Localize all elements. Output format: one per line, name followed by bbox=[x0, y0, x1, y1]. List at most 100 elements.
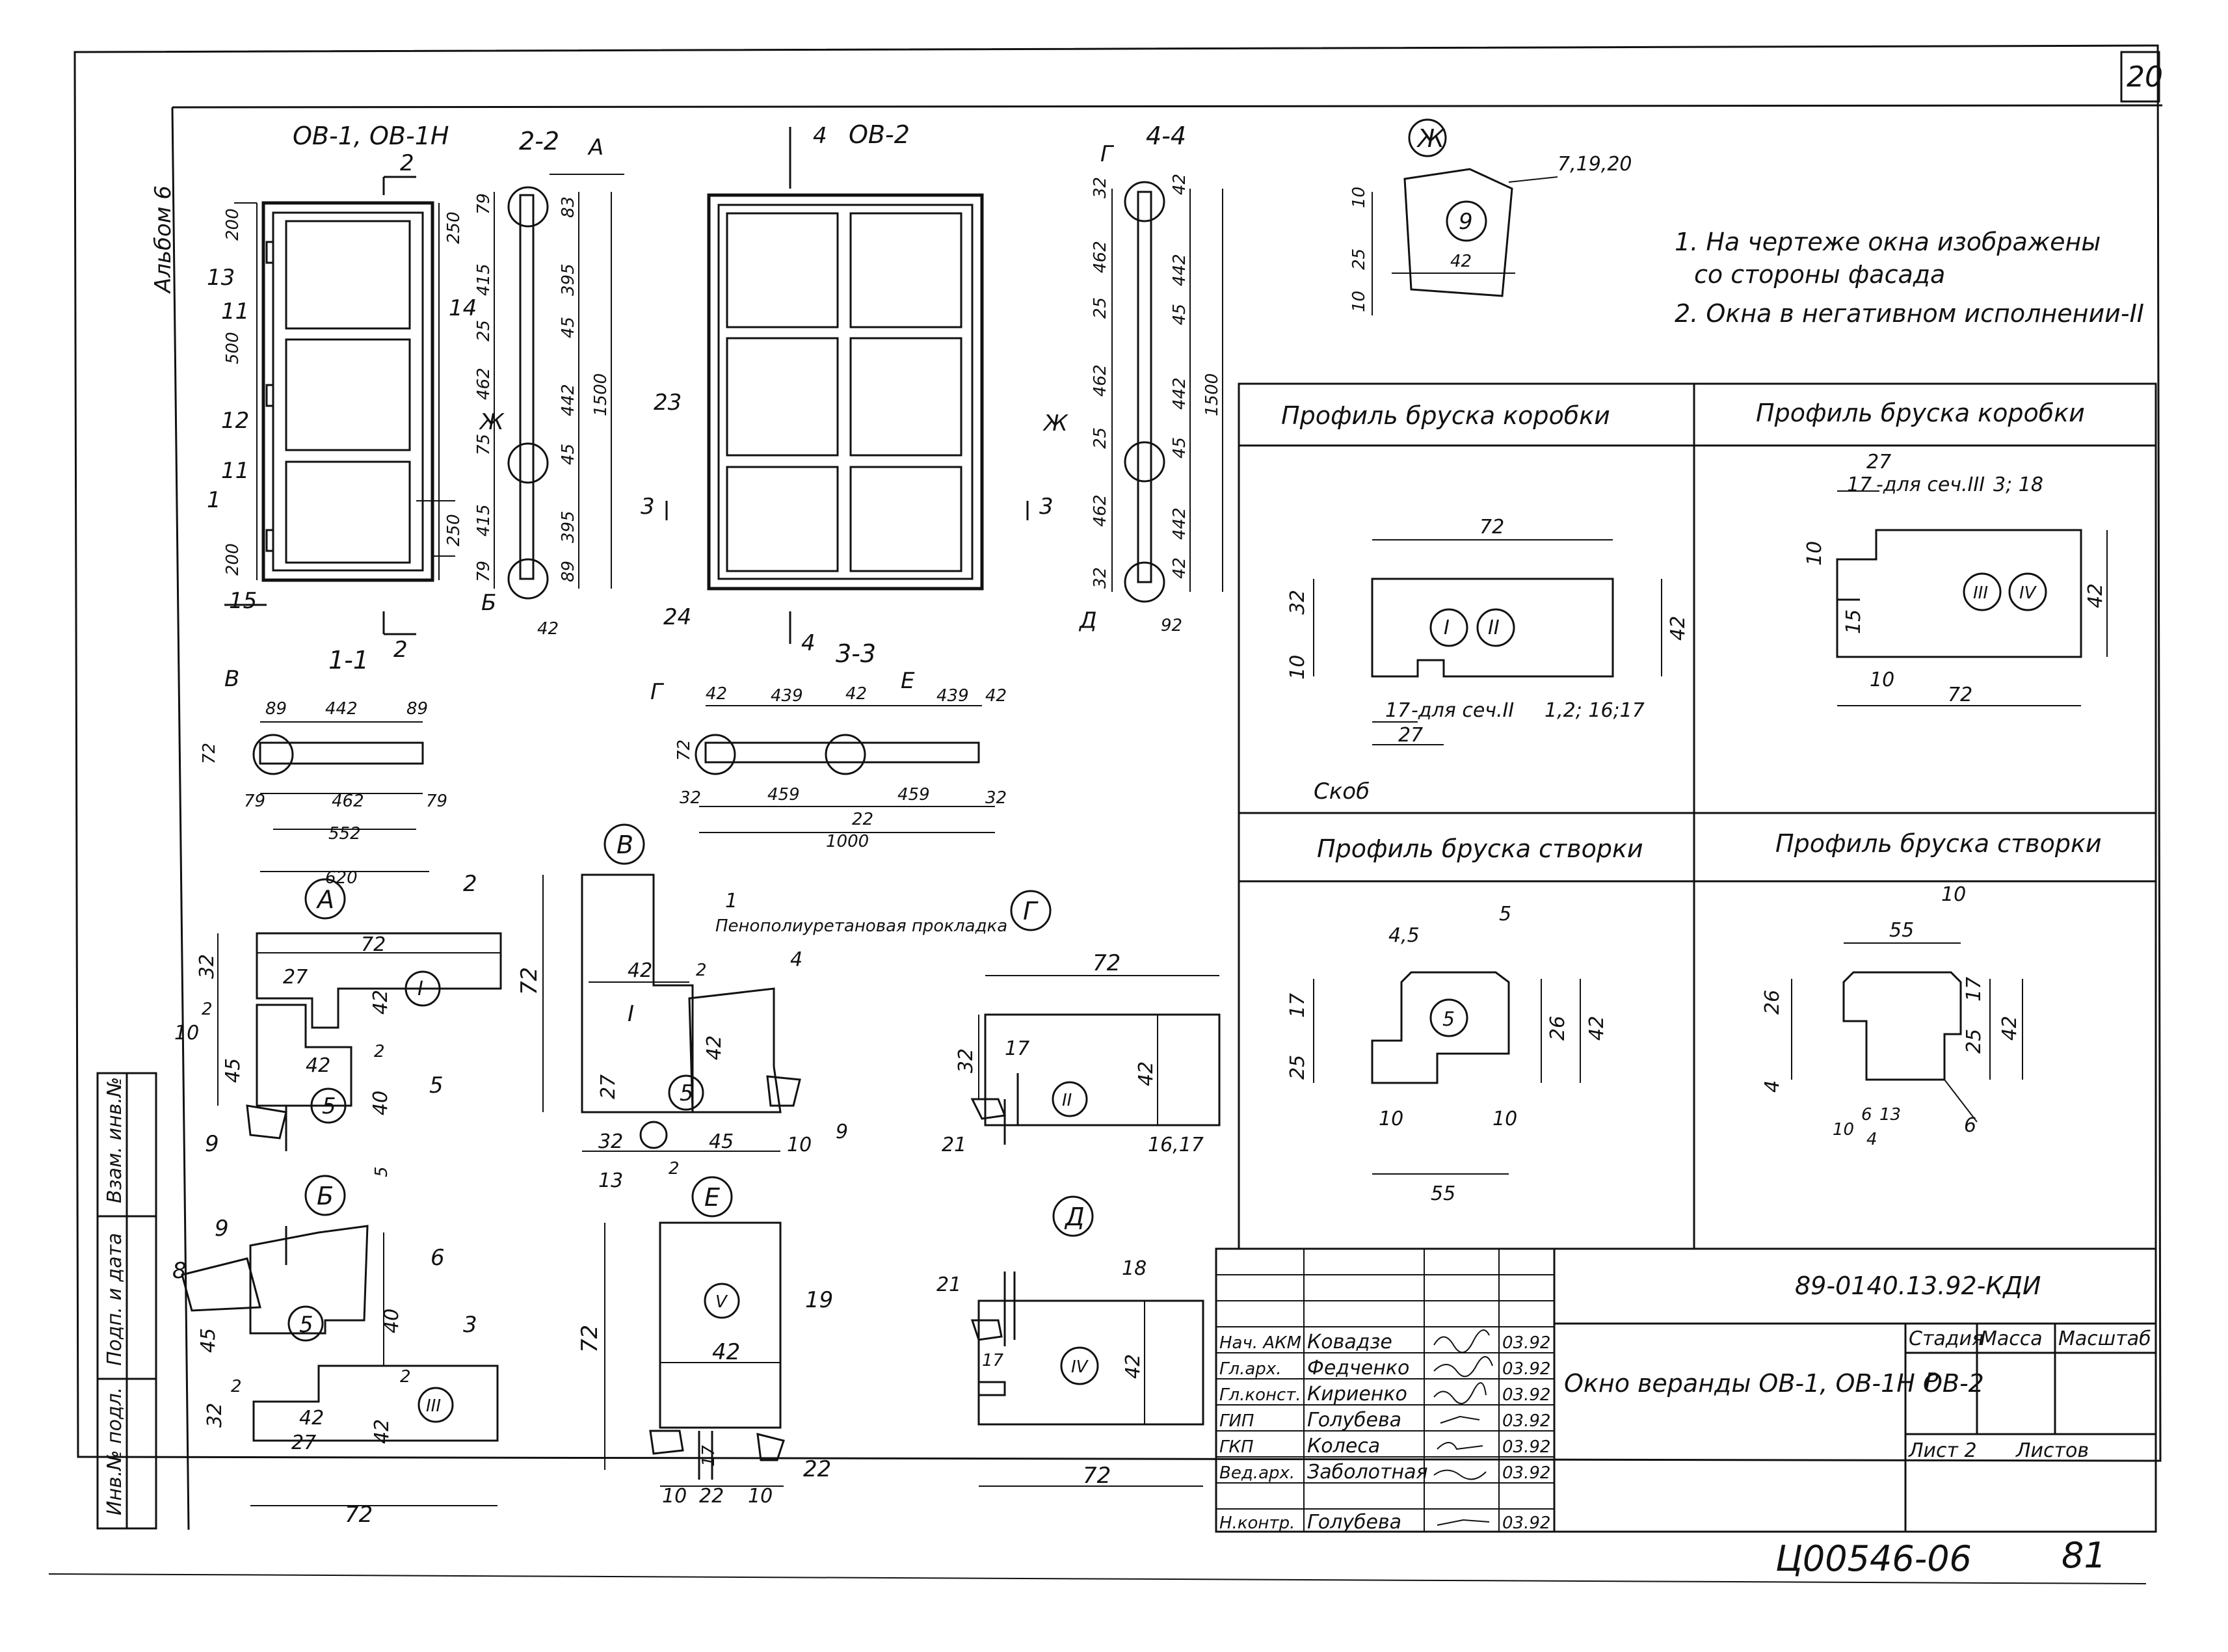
margin-label-0: Инв.№ подл. bbox=[103, 1387, 126, 1515]
s22-dl-4: 75 bbox=[474, 434, 494, 455]
sig-role-2: Гл.конст. bbox=[1219, 1385, 1301, 1405]
ob1-title: ОВ-1, ОВ-1Н bbox=[293, 122, 449, 150]
s22-node-1: Ж bbox=[479, 409, 505, 435]
detail-v bbox=[542, 823, 801, 1152]
s22-node-2: Б bbox=[481, 590, 496, 616]
sash2-dim-5: 4 bbox=[1761, 1080, 1784, 1093]
detail-b-dim-3: 32 bbox=[204, 1403, 226, 1428]
detail-d bbox=[970, 1195, 1204, 1487]
detail-v-note: Пенополиуретановая прокладка bbox=[715, 916, 1007, 936]
profiles-table bbox=[1238, 382, 2157, 1250]
sash1-dim-0: 4,5 bbox=[1388, 924, 1420, 947]
s33-node-0: Г bbox=[650, 679, 665, 705]
sig-date-0: 03.92 bbox=[1502, 1333, 1550, 1353]
s33-bot-2: 22 bbox=[852, 810, 873, 829]
title-stage: Р bbox=[1925, 1368, 1939, 1394]
detail-e-dim-5: 10 bbox=[748, 1485, 773, 1508]
detail-b-callout-3: 6 bbox=[431, 1245, 445, 1271]
detail-e-dim-0: 72 bbox=[577, 1325, 603, 1353]
s33-node-1: Е bbox=[901, 668, 915, 694]
sash1-title: Профиль бруска створки bbox=[1317, 834, 1643, 863]
s44-dl-3: 462 bbox=[1091, 364, 1110, 397]
detail-v-dim-7: 42 bbox=[703, 1035, 726, 1060]
detail-a-callout-4: 9 bbox=[205, 1131, 219, 1157]
detail-a-dim-5: 2 bbox=[202, 1000, 213, 1019]
detail-b-dim-8: 72 bbox=[345, 1502, 373, 1528]
sash2-dim-3: 17 bbox=[1963, 977, 1985, 1002]
detail-a-dim-3: 42 bbox=[369, 990, 392, 1015]
ob1-cut1: 1 bbox=[207, 487, 221, 513]
section-2-2 bbox=[494, 174, 624, 600]
s11-total: 620 bbox=[325, 868, 358, 888]
sash2-dim-9: 4 bbox=[1866, 1130, 1877, 1149]
view-ob1 bbox=[224, 176, 455, 635]
ob1-callout-4: 15 bbox=[229, 588, 257, 614]
s44-dl-5: 462 bbox=[1091, 494, 1110, 527]
ob1-callout-1: 11 bbox=[221, 299, 249, 325]
page-number: 81 bbox=[2062, 1535, 2106, 1576]
detail-a-callout-2: 5 bbox=[429, 1072, 444, 1099]
detail-b-callout-2: 5 bbox=[299, 1312, 313, 1338]
detail-a-callout-1: I bbox=[418, 978, 423, 1000]
detail-e bbox=[604, 1176, 785, 1487]
s22-dr-0: 83 bbox=[559, 196, 578, 218]
box2-dim-2: 10 bbox=[1803, 541, 1826, 566]
s22-dr-3: 442 bbox=[559, 384, 578, 416]
detail-a-dim-2: 27 bbox=[283, 966, 308, 989]
title-sheet-label: Лист 2 bbox=[1908, 1439, 1977, 1462]
detail-v-dim-2: 2 bbox=[696, 961, 707, 980]
ob1-callout-3: 11 bbox=[221, 458, 249, 484]
sash1-dim-5: 42 bbox=[1585, 1016, 1608, 1041]
side-margin-stamp bbox=[96, 1072, 157, 1530]
side-top-label: Альбом 6 bbox=[150, 185, 176, 294]
s33-title: 3-3 bbox=[836, 639, 876, 668]
sash2-dim-1: 26 bbox=[1761, 990, 1784, 1015]
sash2-width: 55 bbox=[1889, 919, 1914, 942]
s33-total: 1000 bbox=[826, 832, 869, 851]
detail-v-callout-3: 4 bbox=[790, 948, 802, 971]
detail-a-dim-0: 32 bbox=[196, 954, 219, 979]
detail-b-dim-5: 27 bbox=[291, 1432, 316, 1454]
s11-bot-1: 462 bbox=[332, 792, 364, 811]
sig-role-1: Гл.арх. bbox=[1219, 1359, 1281, 1379]
detail-b-label: Б bbox=[317, 1182, 334, 1210]
sash2-dim-2: 25 bbox=[1963, 1029, 1985, 1054]
sig-date-7: 03.92 bbox=[1502, 1513, 1550, 1533]
ob1-dim-left-1: 500 bbox=[223, 332, 243, 364]
detail-e-callout-1: 19 bbox=[805, 1287, 833, 1313]
s33-bot-4: 32 bbox=[985, 788, 1007, 808]
s11-bot-0: 79 bbox=[244, 792, 265, 811]
sash1-width: 55 bbox=[1431, 1182, 1455, 1205]
detail-d-callout-1: IV bbox=[1071, 1357, 1089, 1377]
sig-role-0: Нач. АКМ bbox=[1219, 1333, 1301, 1353]
detail-a-dim-7: 42 bbox=[306, 1054, 330, 1077]
s44-dr-4: 45 bbox=[1170, 437, 1189, 459]
sig-date-1: 03.92 bbox=[1502, 1359, 1550, 1379]
sig-date-2: 03.92 bbox=[1502, 1385, 1550, 1405]
ob2-cut3-left: 3 bbox=[641, 494, 655, 520]
sig-name-1: Федченко bbox=[1307, 1357, 1409, 1379]
detail-v-dim-3: 27 bbox=[597, 1074, 620, 1099]
detail-v-callout-2: 5 bbox=[680, 1080, 694, 1106]
s11-top-0: 89 bbox=[265, 699, 287, 719]
title-sheets-label: Листов bbox=[2015, 1439, 2089, 1462]
s33-height: 72 bbox=[674, 739, 694, 761]
sash1-mark: 5 bbox=[1442, 1008, 1455, 1031]
s44-dr-3: 442 bbox=[1170, 377, 1189, 410]
detail-e-dim-2: 17 bbox=[699, 1445, 719, 1467]
detail-v-dim-5: 45 bbox=[709, 1130, 734, 1153]
sash1-dim-6: 10 bbox=[1379, 1108, 1403, 1130]
s33-top-1: 439 bbox=[771, 686, 803, 706]
s22-dr-5: 395 bbox=[559, 511, 578, 543]
sig-role-5: Вед.арх. bbox=[1219, 1463, 1295, 1483]
title-stage-label: Стадия bbox=[1909, 1327, 1983, 1350]
s44-dr-2: 45 bbox=[1170, 304, 1189, 325]
box2-dim-0: 27 bbox=[1866, 451, 1891, 473]
s44-dr-1: 442 bbox=[1170, 254, 1189, 286]
sig-name-4: Колеса bbox=[1307, 1435, 1380, 1458]
ob1-dim-right-0: 250 bbox=[444, 211, 464, 244]
detail-b-dim-6: 42 bbox=[371, 1419, 393, 1444]
s11-height: 72 bbox=[200, 743, 219, 764]
node-zh-ref: 7,19,20 bbox=[1558, 153, 1632, 176]
